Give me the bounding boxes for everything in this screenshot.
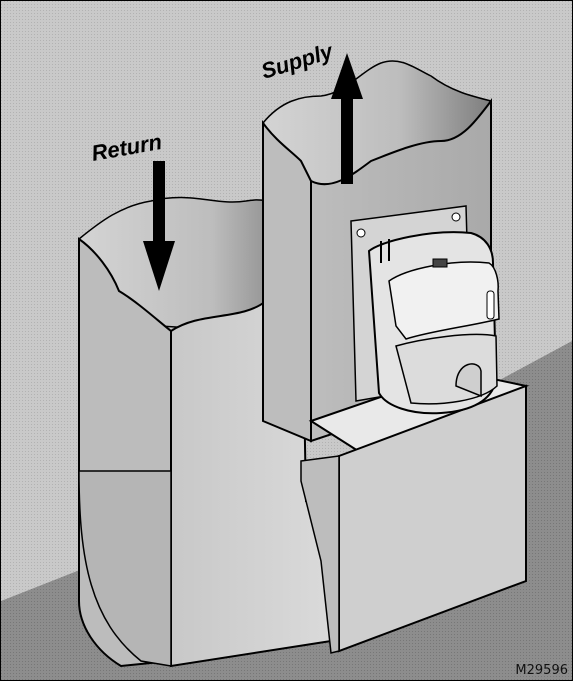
figure-code: M29596 <box>515 663 568 678</box>
humidifier-indicator <box>487 291 494 319</box>
humidifier-latch <box>433 259 447 267</box>
humidifier-drain-pan <box>396 334 497 403</box>
supply-duct-front <box>263 123 311 441</box>
humidifier-unit <box>351 206 499 413</box>
